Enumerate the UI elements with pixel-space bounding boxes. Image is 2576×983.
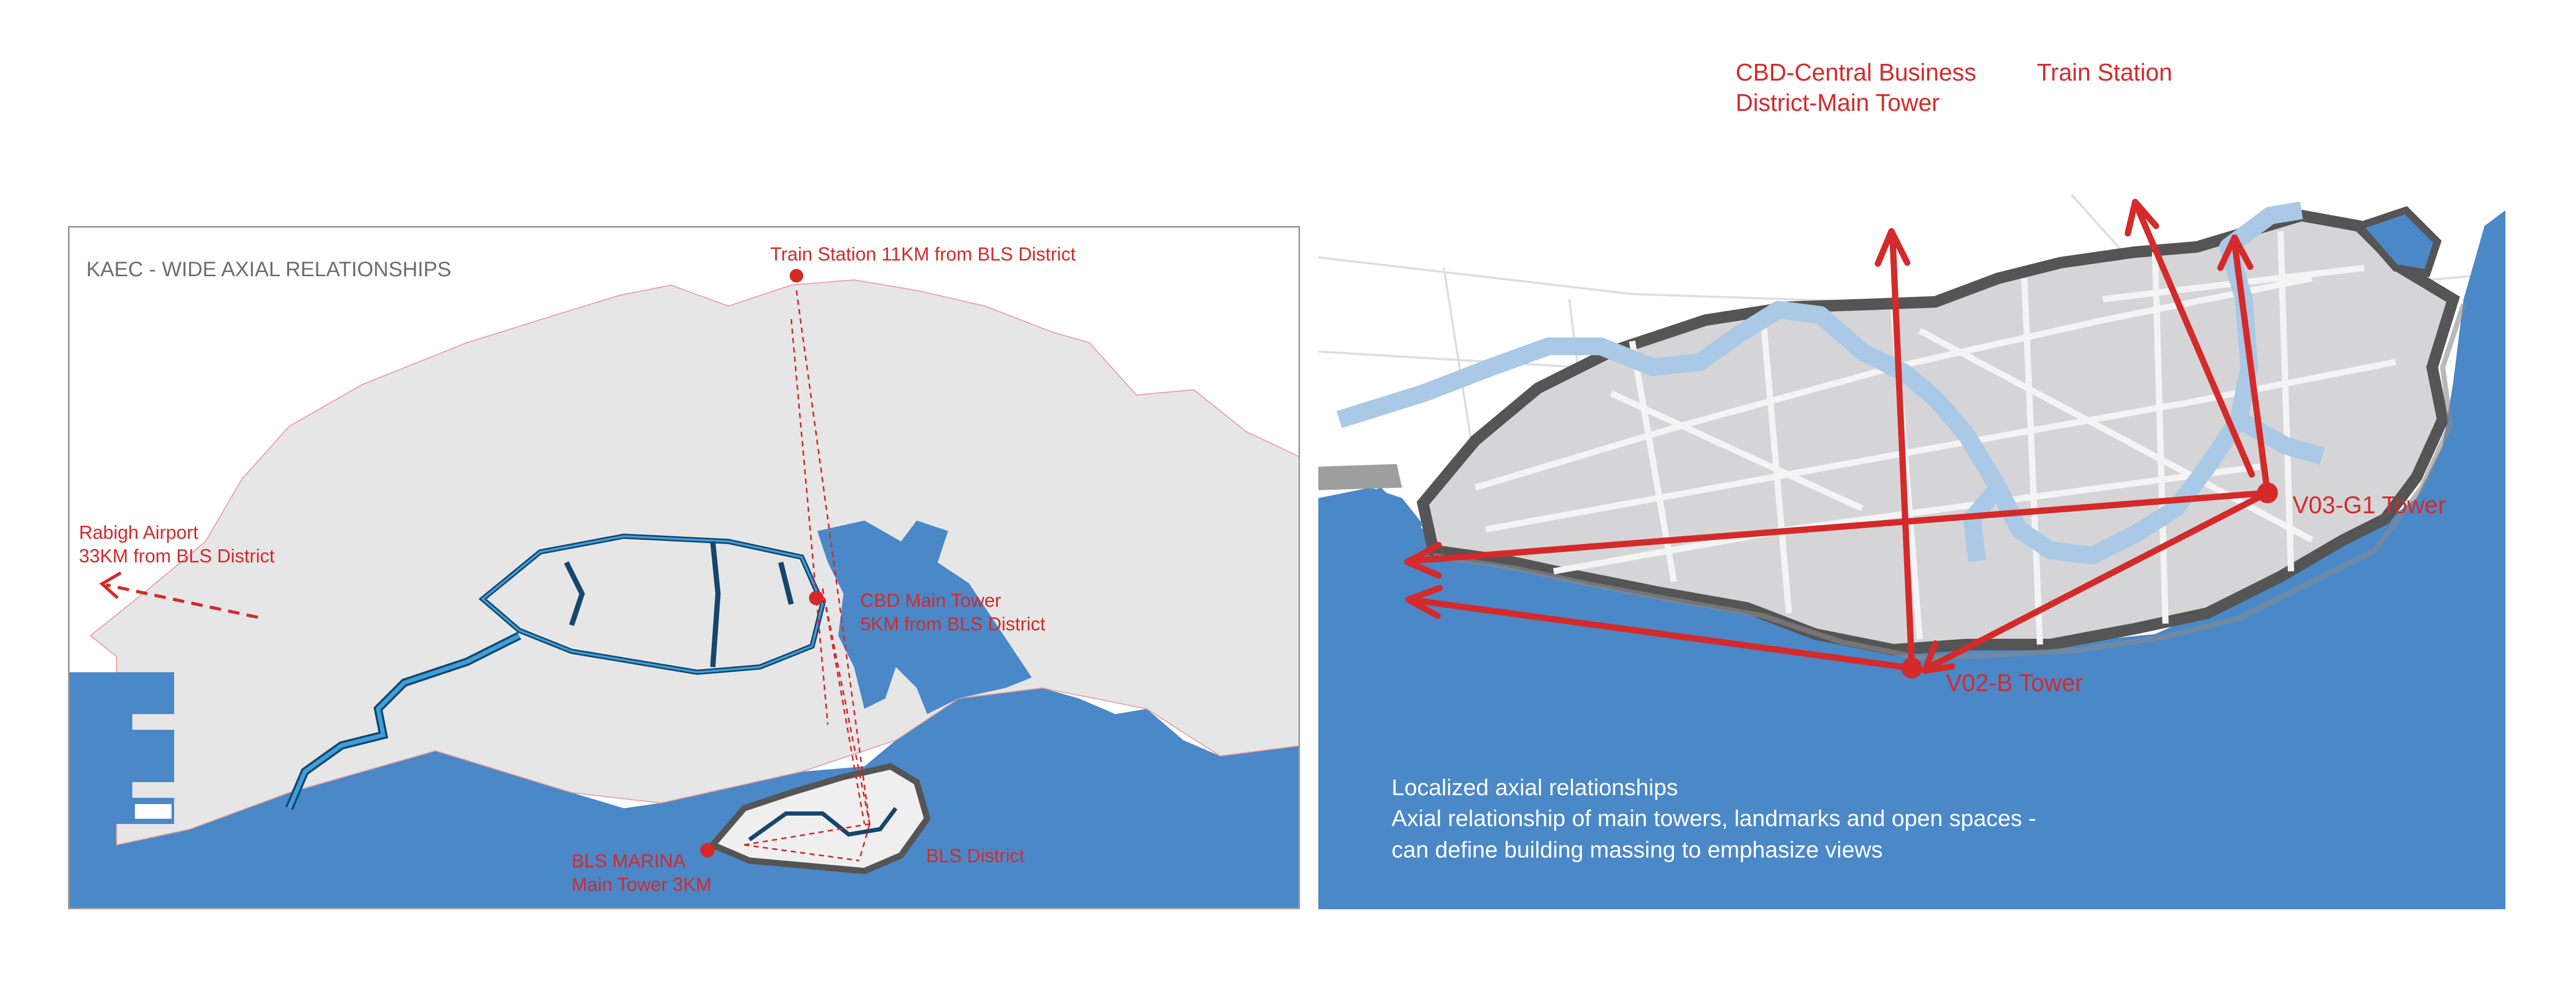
west-inlet [1318, 488, 1423, 561]
district-shadow-edge [1433, 303, 2466, 661]
axial-arrows-right [1404, 199, 2271, 674]
kaec-wide-map-graphic [70, 269, 1298, 908]
marina-label-line-2: Main Tower 3KM [572, 874, 712, 895]
harbor-breakwater [70, 672, 174, 824]
cbd-label: CBD Main Tower 5KM from BLS District [860, 589, 1045, 636]
cbd-tower-label-line-1: CBD-Central Business [1736, 59, 1977, 86]
bls-district-area [708, 763, 931, 875]
marina-label: BLS MARINA Main Tower 3KM [572, 849, 711, 896]
tower-g1-label: V03-G1 Tower [2293, 491, 2446, 518]
axial-lines-left [744, 290, 871, 862]
winding-canal-inner [287, 634, 520, 809]
note-line-1: Axial relationship of main towers, landm… [1392, 806, 2036, 832]
left-map-title: KAEC - WIDE AXIAL RELATIONSHIPS [86, 258, 451, 281]
marina-label-line-1: BLS MARINA [572, 850, 686, 872]
cbd-label-line-1: CBD Main Tower [860, 590, 1001, 611]
sea-area [70, 677, 1298, 908]
note-line-2: can define building massing to emphasize… [1392, 837, 1883, 863]
cbd-label-line-2: 5KM from BLS District [860, 613, 1046, 635]
bls-district-canal [748, 807, 898, 842]
cbd-tower-label-right: CBD-Central Business District-Main Tower [1736, 58, 1976, 118]
harbor-quay [135, 804, 172, 819]
train-station-label-right: Train Station [2037, 59, 2173, 86]
tower-b-marker [1901, 658, 1922, 679]
airport-label: Rabigh Airport 33KM from BLS District [79, 521, 275, 568]
tower-b-label: V02-B Tower [1946, 669, 2083, 696]
canal-loop-inner [481, 535, 824, 674]
airport-label-line-1: Rabigh Airport [79, 522, 199, 543]
airport-label-line-2: 33KM from BLS District [79, 545, 275, 567]
cbd-bay [817, 521, 1032, 714]
note-title: Localized axial relationships [1392, 775, 1678, 800]
bls-district-detail-graphic [1318, 195, 2505, 909]
airport-direction-arrow [99, 571, 258, 619]
canal-branch [564, 541, 794, 668]
train-station-marker [790, 269, 803, 283]
northeast-lagoon [2352, 206, 2442, 277]
bls-district-detail-panel: V02-B Tower V03-G1 Tower Localized axial… [1318, 195, 2505, 909]
kaec-wide-map-panel: KAEC - WIDE AXIAL RELATIONSHIPS Train St… [68, 226, 1300, 909]
marina-tower-marker [700, 843, 715, 857]
tower-g1-marker [2257, 482, 2278, 503]
cbd-tower-label-line-2: District-Main Tower [1736, 88, 1940, 116]
west-pier [1318, 464, 1402, 490]
localized-axial-note: Localized axial relationships Axial rela… [1392, 772, 2036, 865]
cbd-tower-marker [809, 591, 824, 605]
bls-district-label: BLS District [926, 845, 1025, 866]
train-station-label: Train Station 11KM from BLS District [770, 243, 1076, 265]
sea-area-right [1318, 210, 2505, 909]
